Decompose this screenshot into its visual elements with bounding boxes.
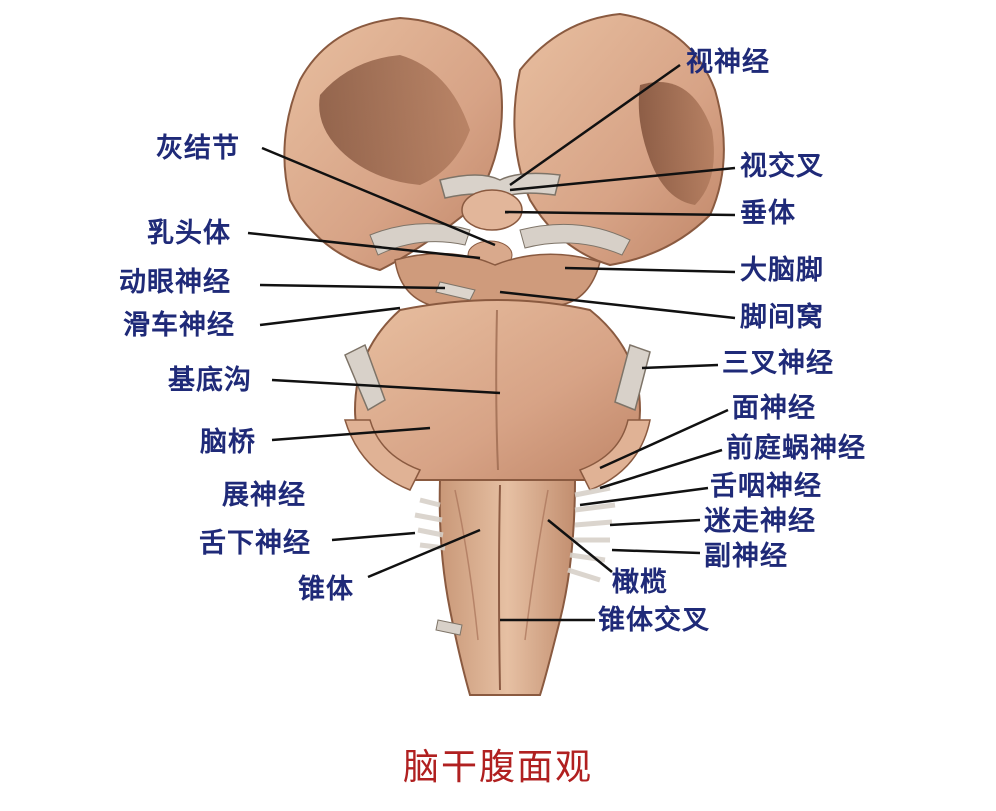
label-oculomotor-nerve: 动眼神经: [119, 267, 231, 298]
pons-lateral-left: [343, 419, 422, 491]
pyramid-right: [524, 489, 549, 641]
label-pyramid: 锥体: [298, 574, 354, 605]
trigeminal-right: [614, 344, 651, 412]
basilar-sulcus: [495, 309, 499, 471]
figure-caption: 脑干腹面观: [402, 747, 593, 788]
label-pons: 脑桥: [200, 427, 256, 458]
pituitary-shape: [461, 189, 523, 231]
label-pituitary: 垂体: [740, 198, 796, 229]
label-hypoglossal-nerve: 舌下神经: [199, 528, 311, 559]
label-optic-chiasm: 视交叉: [740, 151, 824, 182]
pyramid-left: [454, 489, 479, 641]
label-tuber-cinereum: 灰结节: [156, 133, 240, 164]
optic-tract-left: [369, 223, 471, 256]
label-trochlear-nerve: 滑车神经: [123, 310, 235, 341]
label-glossopharyngeal-nerve: 舌咽神经: [710, 471, 822, 502]
spinal-root-left: [435, 619, 463, 636]
right-hemisphere-cut: [638, 82, 714, 205]
left-hemisphere-cut: [319, 55, 470, 185]
label-accessory-nerve: 副神经: [704, 541, 788, 572]
label-vestibulocochlear-nerve: 前庭蜗神经: [726, 433, 866, 464]
label-vagus-nerve: 迷走神经: [704, 506, 816, 537]
label-facial-nerve: 面神经: [732, 393, 816, 424]
label-olive: 橄榄: [612, 567, 668, 598]
label-trigeminal-nerve: 三叉神经: [722, 348, 834, 379]
label-mammillary-body: 乳头体: [147, 218, 231, 249]
label-cerebral-peduncle: 大脑脚: [740, 255, 824, 286]
label-pyramidal-decussation: 锥体交叉: [598, 605, 710, 636]
label-optic-nerve: 视神经: [686, 47, 770, 78]
label-basilar-sulcus: 基底沟: [168, 365, 252, 396]
label-interpeduncular-fossa: 脚间窝: [740, 302, 824, 333]
nerve-rootlets-right: [567, 485, 616, 583]
leader-lines: [247, 63, 736, 622]
optic-tract-right: [519, 223, 631, 256]
label-abducens-nerve: 展神经: [222, 480, 306, 511]
anterior-median-fissure: [498, 484, 501, 691]
trigeminal-left: [344, 343, 386, 412]
